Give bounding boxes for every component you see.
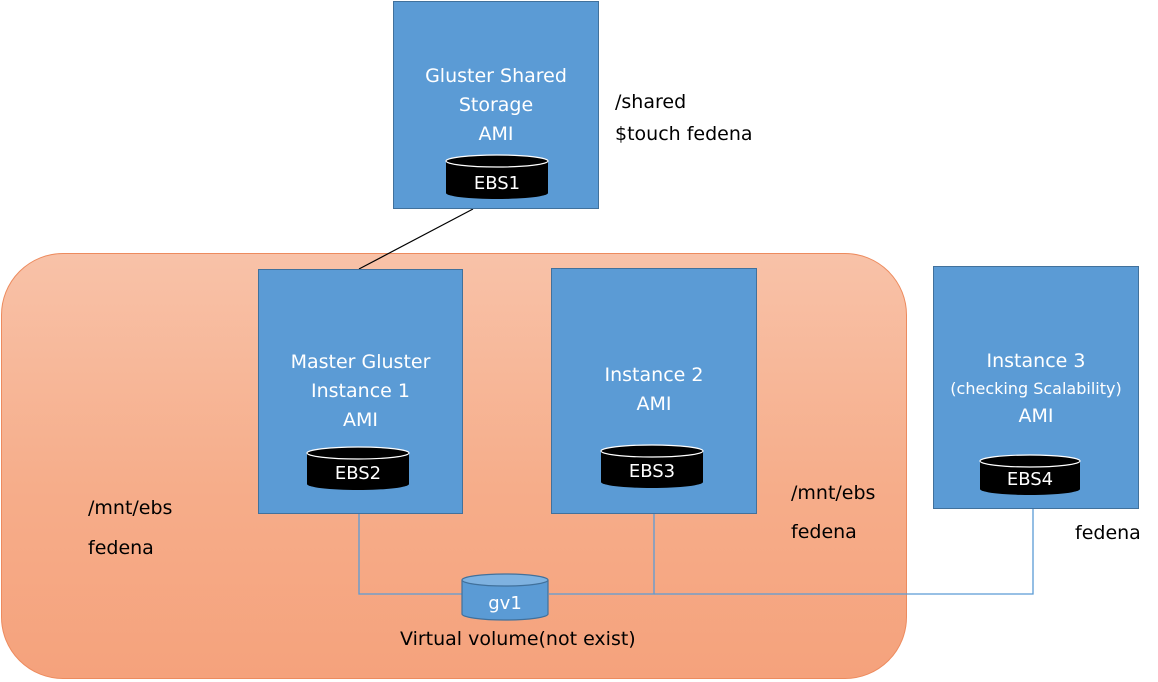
- instance3-title-line1: Instance 3: [986, 350, 1086, 372]
- ebs4-label: EBS4: [1007, 469, 1053, 490]
- instance3-to-volume-link: [654, 509, 1034, 595]
- instance3-title-line2: (checking Scalability): [950, 379, 1122, 398]
- shared-mount-path: /shared: [615, 91, 687, 113]
- shared-title-line2: Storage: [458, 94, 534, 116]
- ebs1-disk-icon: EBS1: [445, 154, 549, 199]
- instance2-title-line2: AMI: [636, 393, 672, 415]
- shared-title-line1: Gluster Shared: [425, 65, 567, 87]
- ebs2-label: EBS2: [335, 463, 381, 484]
- master-title-line1: Master Gluster: [290, 351, 431, 373]
- master-title-line3: AMI: [343, 409, 378, 431]
- right-mount-path: /mnt/ebs: [791, 482, 876, 504]
- master-title-line2: Instance 1: [311, 380, 410, 402]
- virtual-volume-caption: Virtual volume(not exist): [400, 628, 636, 650]
- shared-to-master-link: [358, 208, 474, 270]
- ebs3-label: EBS3: [629, 461, 675, 482]
- shared-title-line3: AMI: [478, 123, 514, 145]
- master-to-volume-link: [358, 514, 462, 595]
- gv1-volume-icon: gv1: [461, 573, 549, 621]
- ebs4-disk-icon: EBS4: [979, 454, 1081, 495]
- ebs2-disk-icon: EBS2: [306, 446, 410, 490]
- left-file-name: fedena: [88, 537, 154, 559]
- gv1-label: gv1: [488, 593, 522, 614]
- instance3-title-line3: AMI: [1018, 405, 1054, 427]
- instance3-file-name: fedena: [1075, 522, 1141, 544]
- shared-touch-command: $touch fedena: [615, 123, 753, 145]
- ebs1-label: EBS1: [474, 173, 520, 194]
- right-file-name: fedena: [791, 521, 857, 543]
- ebs3-disk-icon: EBS3: [600, 444, 704, 488]
- instance2-title-line1: Instance 2: [604, 364, 704, 386]
- left-mount-path: /mnt/ebs: [88, 497, 173, 519]
